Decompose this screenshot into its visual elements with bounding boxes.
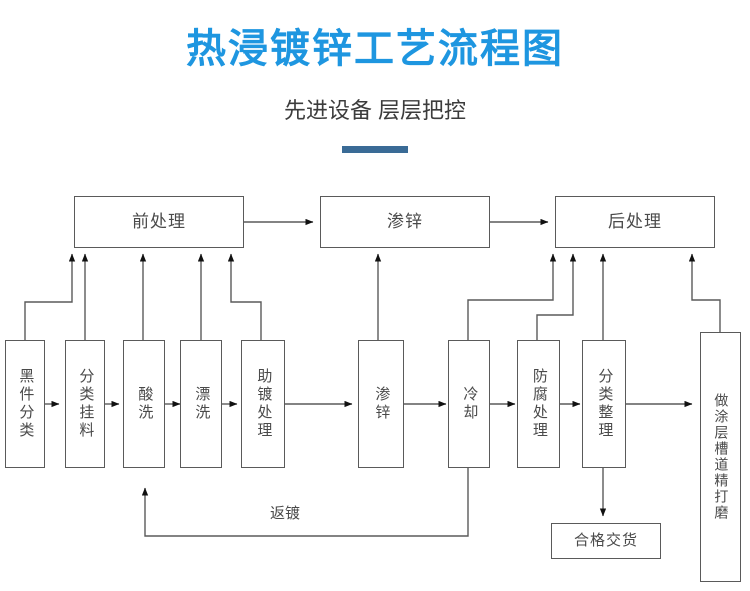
node-label: 后处理 <box>608 212 662 232</box>
edge-rework-plating-loop <box>141 468 469 537</box>
node-label: 防腐处理 <box>530 368 548 440</box>
node-label: 分类整理 <box>596 368 614 440</box>
node-black-part-sorting[interactable]: 黑件分类 <box>5 340 45 468</box>
node-label: 前处理 <box>132 212 186 232</box>
page-title: 热浸镀锌工艺流程图 <box>186 27 564 71</box>
node-anticorrosion[interactable]: 防腐处理 <box>517 340 560 468</box>
riser-grinding-to-post <box>688 253 721 332</box>
node-label: 助镀处理 <box>255 368 273 440</box>
node-label: 渗锌 <box>387 212 423 232</box>
node-label: 黑件分类 <box>17 368 35 440</box>
node-pre-treatment[interactable]: 前处理 <box>74 196 244 248</box>
node-pickling[interactable]: 酸洗 <box>123 340 165 468</box>
node-label: 冷却 <box>461 386 479 422</box>
node-label: 分类挂料 <box>77 368 95 440</box>
riser-fluxing-to-pretreat <box>227 253 262 340</box>
page-subtitle: 先进设备 层层把控 <box>283 98 467 123</box>
node-label: 酸洗 <box>136 386 154 422</box>
node-label: 做涂层槽道精打磨 <box>713 393 730 521</box>
node-sorting-hanging[interactable]: 分类挂料 <box>65 340 105 468</box>
node-qualified-delivery[interactable]: 合格交货 <box>551 523 661 559</box>
node-galvanizing[interactable]: 渗锌 <box>320 196 490 248</box>
node-cooling[interactable]: 冷却 <box>448 340 490 468</box>
node-post-treatment[interactable]: 后处理 <box>555 196 715 248</box>
node-zinc-infiltration[interactable]: 渗锌 <box>358 340 404 468</box>
riser-anticorrosion-to-post <box>536 253 577 340</box>
header: 热浸镀锌工艺流程图 先进设备 层层把控 <box>0 0 750 175</box>
node-label: 渗锌 <box>373 386 391 422</box>
node-label: 合格交货 <box>573 531 638 549</box>
node-coating-groove-grinding[interactable]: 做涂层槽道精打磨 <box>700 332 741 582</box>
riser-sorting-to-pretreat <box>24 253 76 340</box>
node-label: 漂洗 <box>193 386 211 422</box>
node-rinsing[interactable]: 漂洗 <box>180 340 222 468</box>
node-fluxing[interactable]: 助镀处理 <box>241 340 285 468</box>
riser-cooling-to-post <box>467 253 557 340</box>
edge-label-rework-plating: 返镀 <box>270 505 301 522</box>
node-classify-finishing[interactable]: 分类整理 <box>582 340 626 468</box>
title-underline-bar <box>342 146 408 153</box>
